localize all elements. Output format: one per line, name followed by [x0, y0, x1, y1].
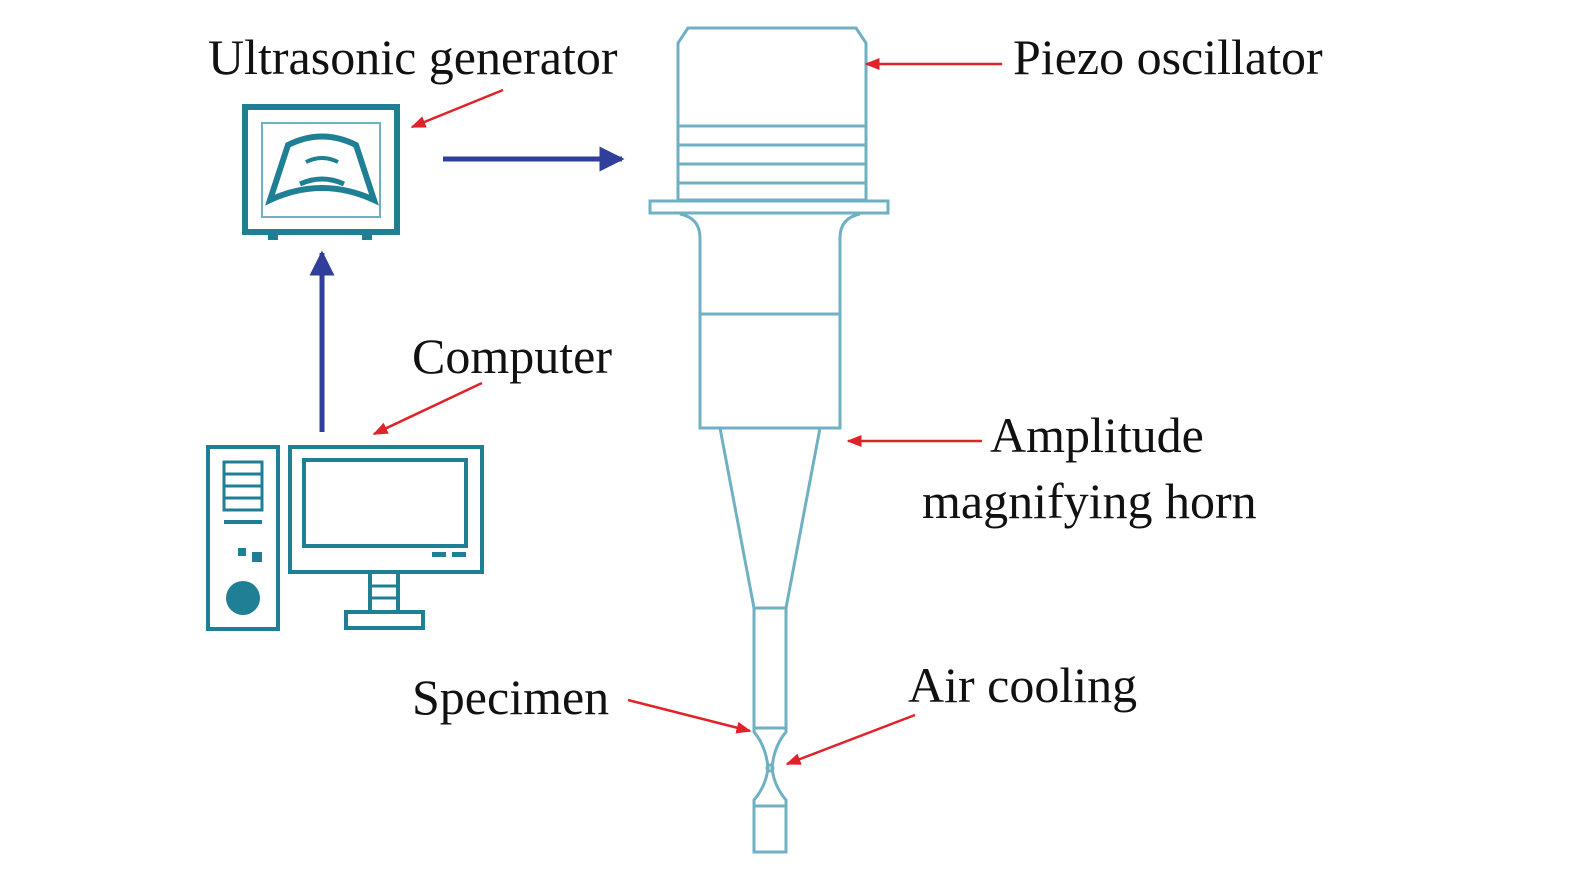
ultrasonic-stack — [648, 26, 890, 854]
piezo-oscillator-body — [676, 26, 868, 202]
specimen-label: Specimen — [412, 669, 610, 725]
air-cooling-label: Air cooling — [908, 657, 1138, 713]
ultrasonic-generator-pointer — [410, 88, 504, 129]
pointer-arrows — [372, 58, 1002, 766]
air-cooling-pointer — [785, 713, 916, 766]
horn-tip — [752, 606, 788, 730]
piezo-oscillator-label: Piezo oscillator — [1013, 29, 1323, 85]
specimen-shape — [752, 726, 788, 854]
amplitude-horn-label-line2: magnifying horn — [922, 473, 1257, 529]
computer-pointer — [372, 381, 483, 436]
computer-label: Computer — [412, 328, 612, 384]
flange — [648, 199, 890, 215]
horn-taper — [718, 427, 822, 610]
ultrasonic-generator-label: Ultrasonic generator — [208, 29, 618, 85]
specimen-pointer — [627, 698, 752, 734]
booster — [679, 212, 861, 430]
ultrasonic-generator-icon — [242, 104, 400, 240]
computer-monitor-icon — [288, 445, 484, 630]
flow-arrows — [309, 146, 625, 432]
amplitude-horn-label-line1: Amplitude — [990, 407, 1204, 463]
computer-tower-icon — [206, 445, 280, 631]
